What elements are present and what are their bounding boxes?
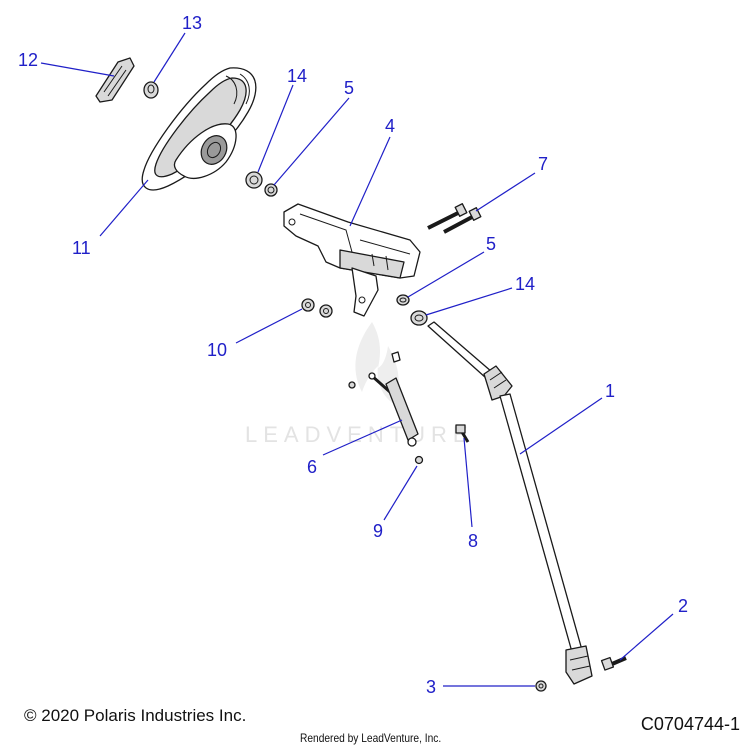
part-13-bushing[interactable] — [143, 81, 159, 99]
callout-4[interactable]: 4 — [385, 116, 395, 136]
diagram-id: C0704744-1 — [640, 714, 740, 734]
callout-6[interactable]: 6 — [307, 457, 317, 477]
part-12-horn-pad[interactable] — [95, 57, 135, 103]
part-4-column-bracket[interactable] — [283, 203, 421, 317]
callout-5-lower[interactable]: 5 — [486, 234, 496, 254]
part-14-bearing-upper[interactable] — [245, 171, 263, 189]
callout-8[interactable]: 8 — [468, 531, 478, 551]
watermark-text: LEADVENTURE — [245, 422, 474, 447]
callout-3[interactable]: 3 — [426, 677, 436, 697]
callout-14-upper[interactable]: 14 — [287, 66, 307, 86]
part-10-nuts[interactable] — [301, 298, 333, 318]
part-1-steering-shaft[interactable] — [427, 321, 593, 685]
part-2-bolt[interactable] — [600, 656, 627, 671]
callout-2[interactable]: 2 — [678, 596, 688, 616]
callout-12[interactable]: 12 — [18, 50, 38, 70]
part-5-spacer-lower[interactable] — [396, 294, 410, 306]
callout-11[interactable]: 11 — [72, 238, 91, 258]
watermark: LEADVENTURE — [245, 322, 474, 447]
part-6-gas-strut[interactable] — [348, 351, 419, 447]
part-8-bolt[interactable] — [455, 424, 470, 443]
leader-lines — [40, 32, 674, 687]
part-3-nut[interactable] — [535, 680, 547, 692]
part-11-steering-wheel[interactable] — [141, 67, 257, 191]
callout-7[interactable]: 7 — [538, 154, 548, 174]
callout-1[interactable]: 1 — [605, 381, 615, 401]
part-14-bearing-lower[interactable] — [410, 310, 428, 326]
callouts: 1 2 3 4 5 5 6 7 8 9 10 11 12 13 14 14 — [18, 13, 688, 697]
rendered-by-credit: Rendered by LeadVenture, Inc. — [300, 731, 442, 745]
callout-14-lower[interactable]: 14 — [515, 274, 535, 294]
callout-5-upper[interactable]: 5 — [344, 78, 354, 98]
callout-13[interactable]: 13 — [182, 13, 202, 33]
part-7-bolts[interactable] — [427, 203, 482, 234]
copyright-notice: © 2020 Polaris Industries Inc. — [24, 706, 247, 725]
callout-10[interactable]: 10 — [207, 340, 227, 360]
part-5-spacer-upper[interactable] — [264, 183, 278, 197]
part-9-nut[interactable] — [414, 455, 424, 465]
callout-9[interactable]: 9 — [373, 521, 383, 541]
